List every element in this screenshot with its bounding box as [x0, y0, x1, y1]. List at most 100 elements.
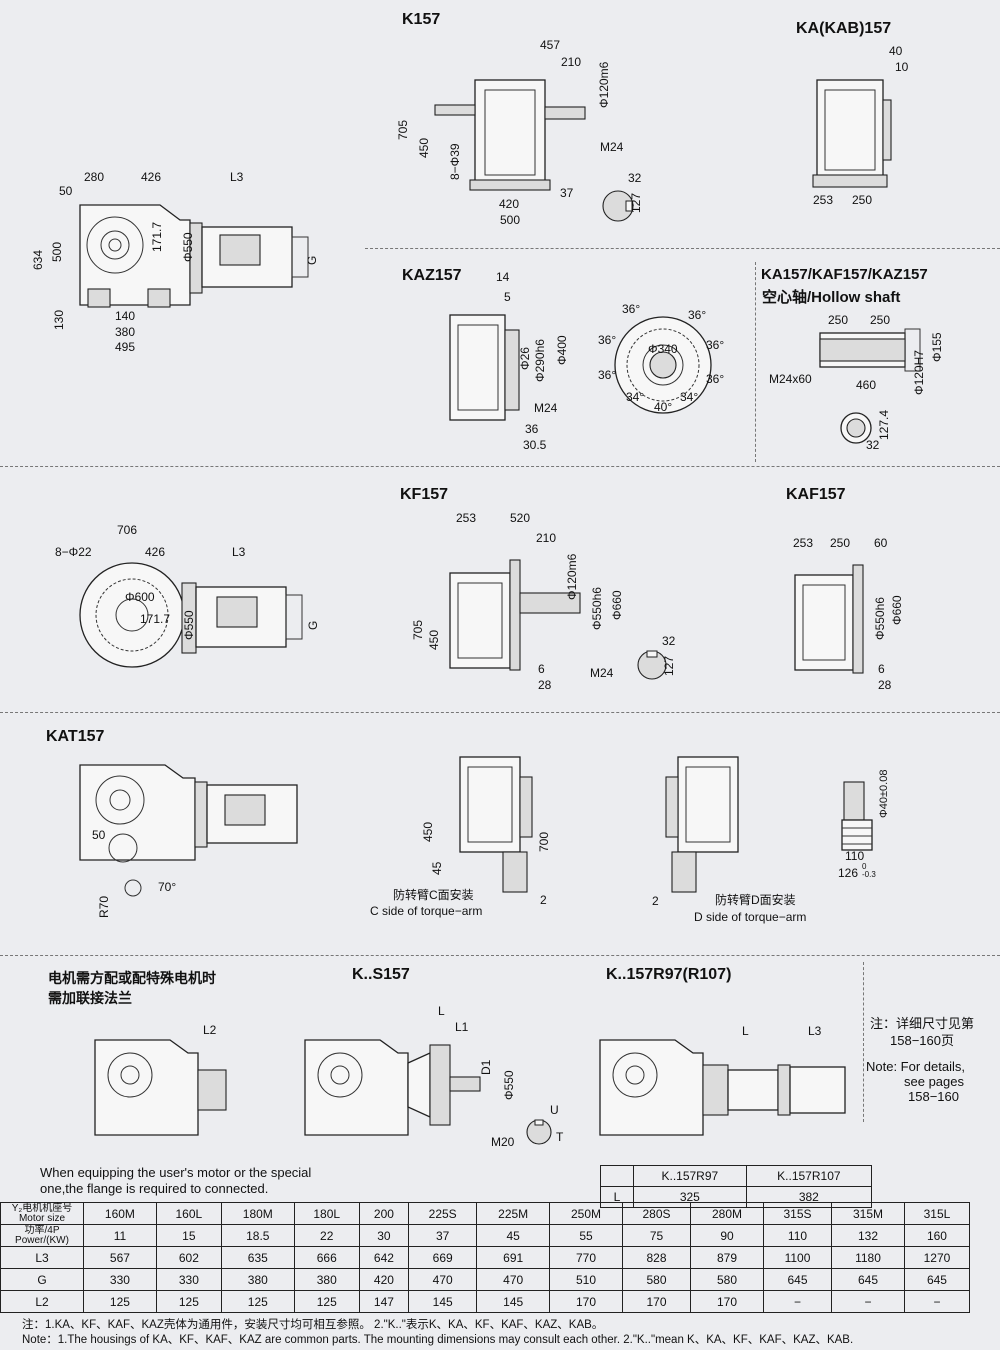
detail-note-en-2: see pages — [904, 1074, 964, 1089]
table-cell: 580 — [621, 1268, 692, 1291]
dim-label: 70° — [158, 880, 177, 894]
dim-label: 127 — [629, 192, 643, 213]
kf157-side-view-drawing — [72, 555, 332, 675]
dim-label: 110 — [845, 849, 865, 863]
k157-front-drawing — [430, 75, 590, 205]
dim-label: 380 — [115, 325, 136, 339]
dim-label: L1 — [455, 1020, 469, 1034]
r-table-header: K..157R97 — [633, 1165, 747, 1187]
r-table-corner — [600, 1165, 634, 1187]
dim-label: 171.7 — [140, 612, 171, 626]
table-cell: 125 — [155, 1290, 222, 1313]
dim-label: L3 — [808, 1024, 822, 1038]
angle-label: 36° — [622, 302, 641, 316]
section-divider — [365, 248, 1000, 249]
table-cell: 828 — [621, 1246, 692, 1269]
table-cell: 635 — [220, 1246, 295, 1269]
dim-label: Φ550 — [181, 232, 195, 262]
dim-label: 210 — [561, 55, 582, 69]
dim-label: U — [550, 1103, 559, 1117]
dim-label: 460 — [856, 378, 877, 392]
table-cell: 666 — [293, 1246, 360, 1269]
dim-label: R70 — [97, 895, 111, 918]
table-cell: 642 — [358, 1246, 410, 1269]
hollow-keyway-drawing — [838, 410, 874, 446]
dim-label: M20 — [491, 1135, 515, 1149]
table-cell: 30 — [358, 1224, 410, 1247]
dim-label: 28 — [538, 678, 552, 692]
table-cell: 90 — [690, 1224, 764, 1247]
footnote-en: Note：1.The housings of KA、KF、KAF、KAZ are… — [22, 1334, 854, 1346]
dim-label: 700 — [537, 831, 551, 852]
dim-label: 250 — [852, 193, 873, 207]
torque-arm-pin-drawing — [838, 778, 878, 858]
kf157-front-drawing — [445, 555, 585, 675]
dim-label: L — [742, 1024, 749, 1038]
footnote-cn: 注：1.KA、KF、KAF、KAZ壳体为通用件，安装尺寸均可相互参照。 2."K… — [22, 1319, 604, 1331]
section-divider — [755, 262, 756, 462]
table-cell: 645 — [903, 1268, 971, 1291]
dim-label: 50 — [59, 184, 73, 198]
dim-label: D1 — [479, 1059, 493, 1075]
kaf157-drawing — [790, 560, 880, 675]
kr97-title: K..157R97(R107) — [606, 966, 732, 983]
dim-label: M24 — [600, 140, 624, 154]
dim-label: L — [438, 1004, 445, 1018]
dim-label: 10 — [895, 60, 909, 74]
kr97-drawing — [595, 1035, 850, 1145]
dim-label: 37 — [560, 186, 574, 200]
table-cell: 145 — [408, 1290, 478, 1313]
dim-label: 250 — [870, 313, 891, 327]
dim-label: T — [556, 1130, 564, 1144]
k157-side-view-drawing — [70, 185, 330, 345]
kaf157-title: KAF157 — [786, 486, 846, 503]
dim-label: Φ120H7 — [912, 350, 926, 395]
dim-label: 705 — [396, 119, 410, 140]
angle-label: 36° — [598, 368, 617, 382]
row-header-l3: L3 — [0, 1246, 84, 1269]
table-cell: 45 — [476, 1224, 551, 1247]
dim-label: 253 — [813, 193, 834, 207]
detail-note-en-1: Note: For details, — [866, 1059, 965, 1074]
table-cell: 22 — [293, 1224, 360, 1247]
k-motor-flange-drawing — [90, 1035, 230, 1145]
dim-label: 250 — [828, 313, 849, 327]
table-cell: 380 — [293, 1268, 360, 1291]
kf157-title: KF157 — [400, 486, 449, 503]
hollow-title: KA157/KAF157/KAZ157 — [761, 266, 928, 283]
row-header-l2: L2 — [0, 1290, 84, 1313]
table-cell: 315L — [903, 1202, 971, 1225]
dim-label: Φ26 — [518, 347, 532, 370]
table-cell: 1270 — [903, 1246, 971, 1269]
table-cell: 879 — [690, 1246, 764, 1269]
table-cell: − — [903, 1290, 971, 1313]
angle-label: 36° — [688, 308, 707, 322]
dim-label: 5 — [504, 290, 511, 304]
dim-label: 28 — [878, 678, 892, 692]
dim-label: 500 — [500, 213, 521, 227]
table-cell: 132 — [831, 1224, 905, 1247]
kaz157-flange-drawing — [608, 310, 718, 420]
dim-label: Φ290h6 — [533, 339, 547, 382]
dim-label: 127 — [662, 655, 676, 676]
dim-label: 495 — [115, 340, 136, 354]
kat157-drawing — [75, 760, 320, 900]
table-cell: 55 — [549, 1224, 623, 1247]
table-cell: 645 — [831, 1268, 905, 1291]
k157-title: K157 — [402, 11, 441, 28]
dim-label: 520 — [510, 511, 531, 525]
dim-label: Φ155 — [930, 332, 944, 362]
detail-note-cn-1: 注：详细尺寸见第 — [870, 1016, 975, 1031]
table-cell: 147 — [358, 1290, 410, 1313]
dim-label: 36 — [525, 422, 539, 436]
section-divider — [0, 955, 1000, 956]
angle-label: 36° — [706, 338, 725, 352]
kaz157-title: KAZ157 — [402, 267, 462, 284]
ks157-title: K..S157 — [352, 966, 410, 983]
table-cell: 75 — [621, 1224, 692, 1247]
dim-label: Φ550 — [502, 1070, 516, 1100]
dim-label: 250 — [830, 536, 851, 550]
